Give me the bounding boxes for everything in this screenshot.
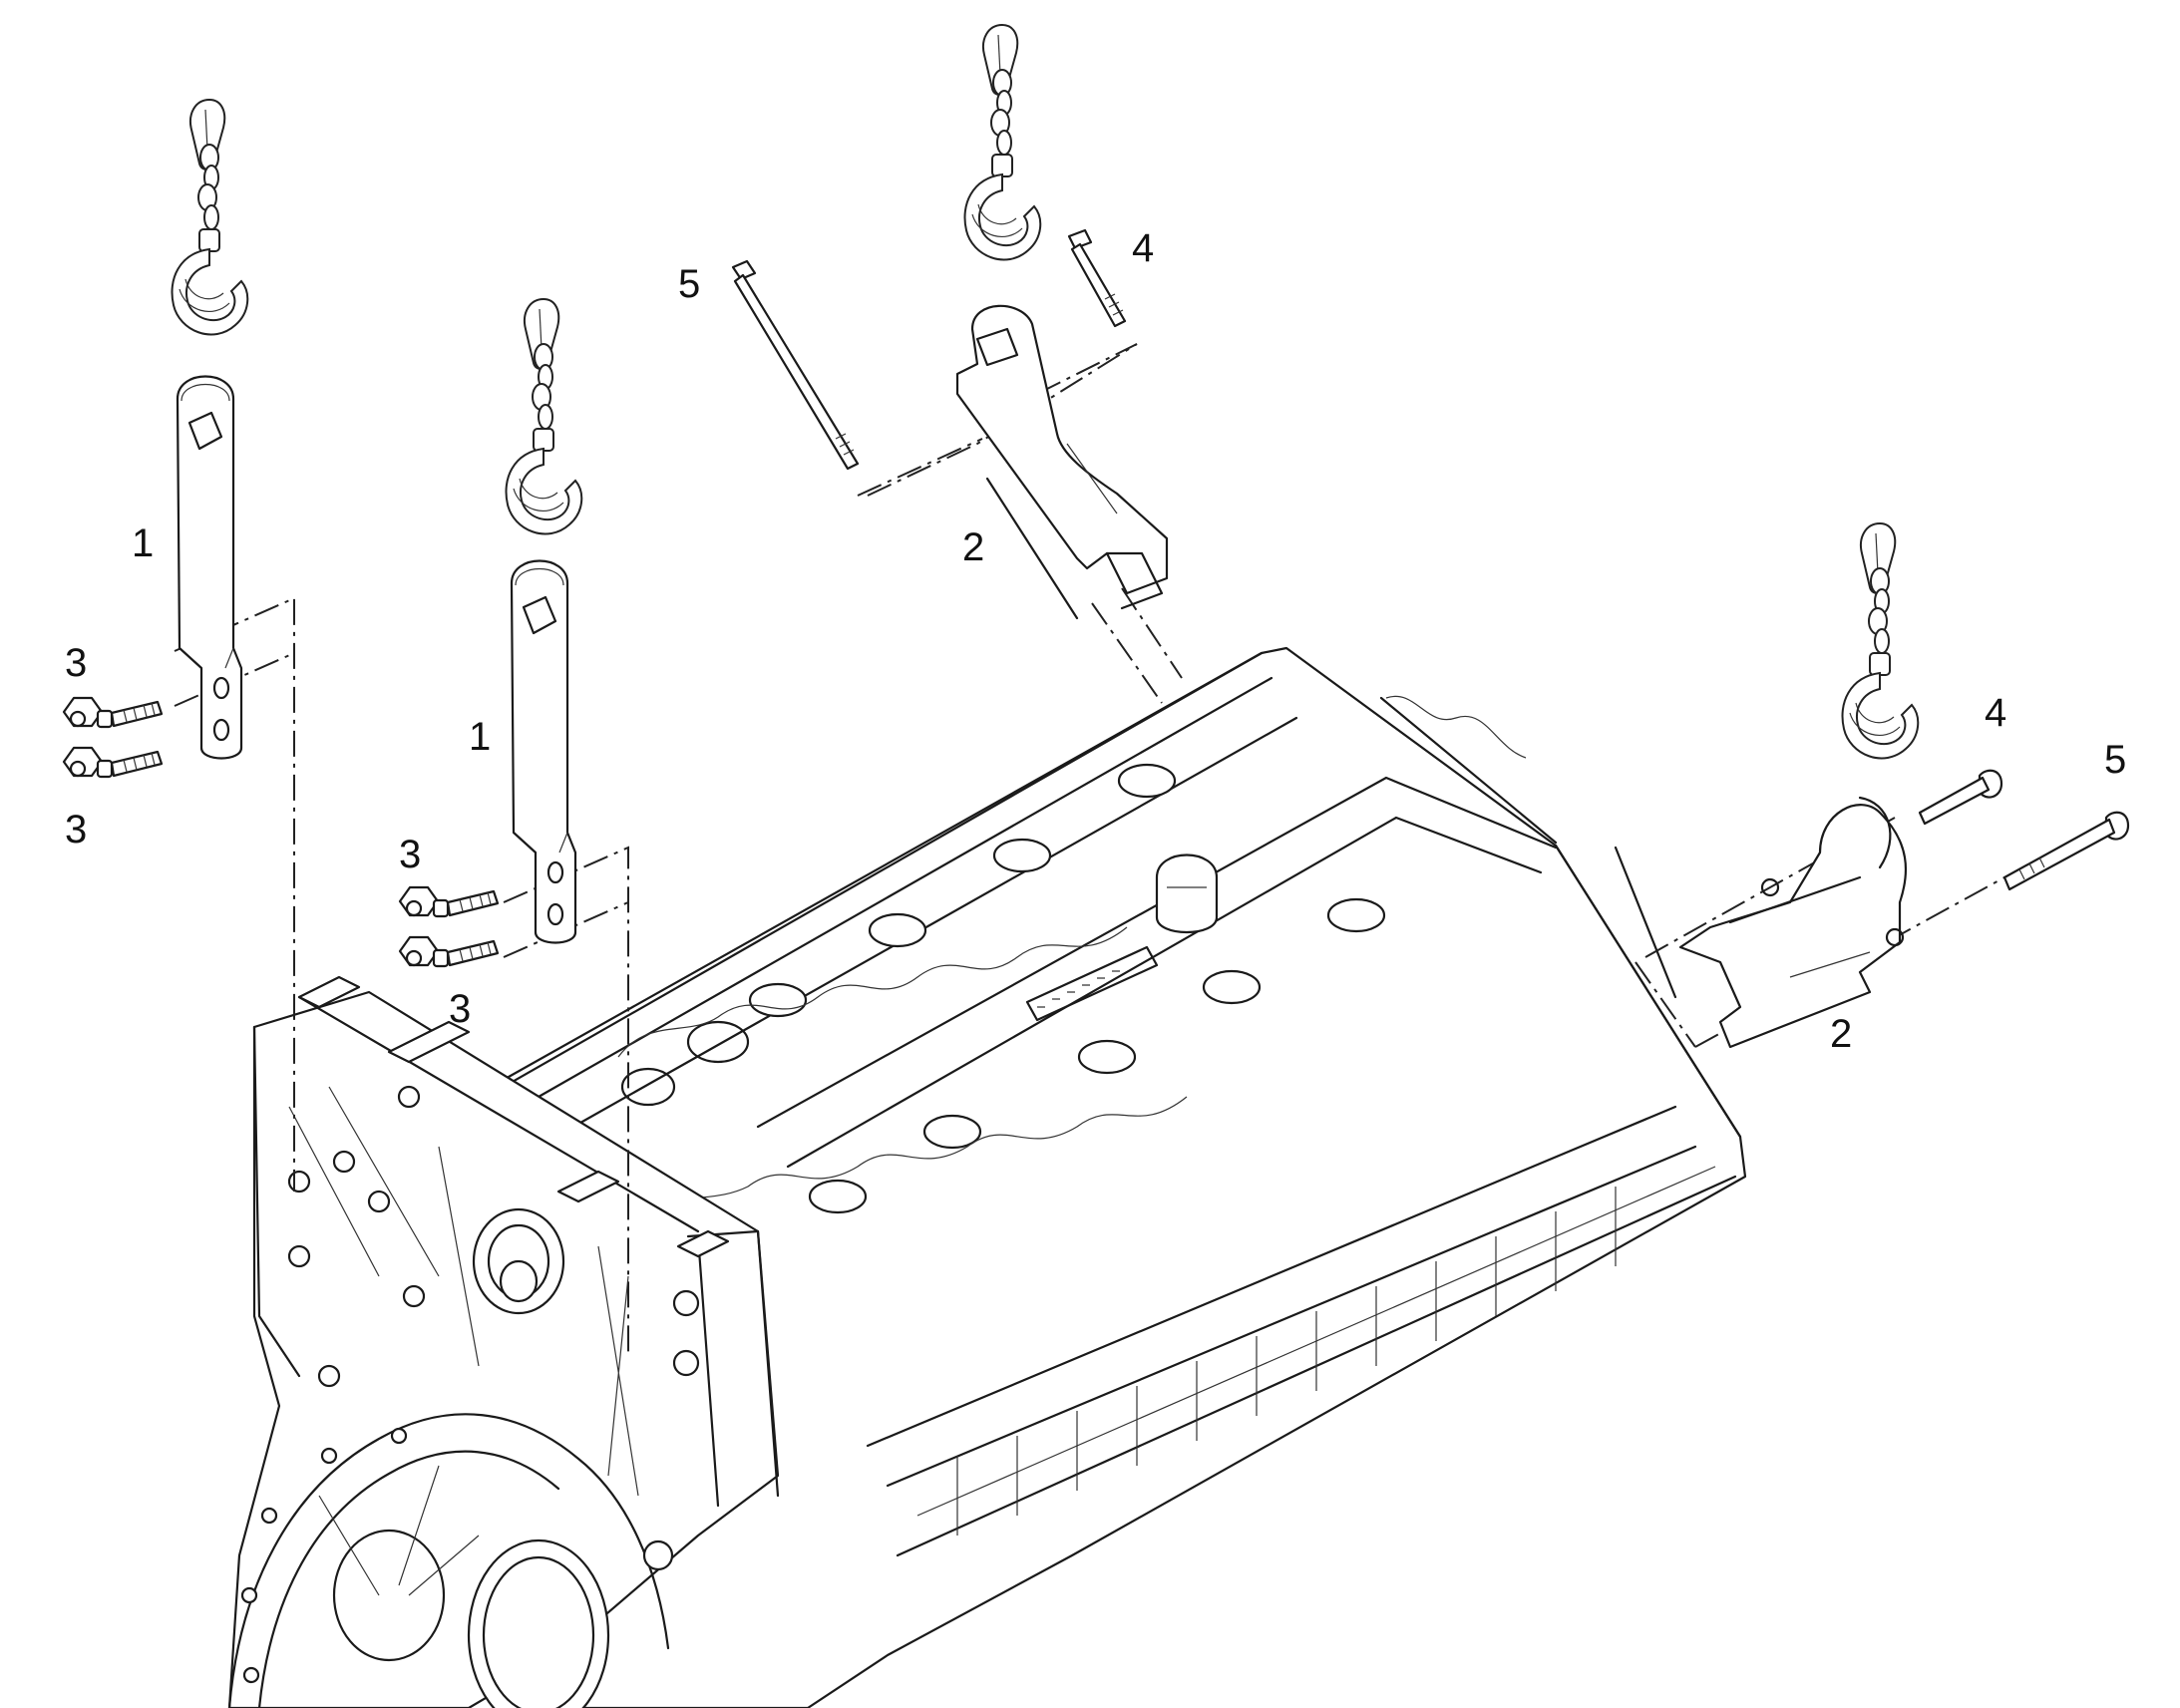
lifting-bracket-rear-top [731, 24, 1169, 620]
callout-4-right: 4 [1985, 691, 2006, 735]
callout-3-center-top: 3 [399, 833, 421, 876]
lifting-strap-center [398, 298, 583, 968]
callout-3-center-bottom: 3 [449, 987, 471, 1031]
callout-5-right: 5 [2104, 738, 2126, 782]
callout-2-top: 2 [962, 525, 984, 569]
lifting-bracket-icon [510, 559, 577, 944]
cylinder-ports-left [620, 763, 1177, 1107]
lifting-bracket-icon [955, 304, 1169, 620]
cylinder-ports-right [808, 897, 1386, 1214]
callout-3-left-top: 3 [65, 641, 87, 685]
lifting-hook-icon [505, 298, 583, 535]
lifting-hook-icon [171, 99, 249, 336]
bolt-icon [62, 746, 164, 779]
bolt-icon [2002, 811, 2130, 891]
callout-2-right: 2 [1830, 1012, 1852, 1056]
bolt-icon [398, 935, 500, 968]
lifting-hook-icon [1841, 522, 1920, 760]
callout-4-top: 4 [1132, 226, 1154, 270]
lifting-bracket-icon [1678, 796, 1908, 1049]
bolt-icon [731, 259, 860, 471]
callout-1-left: 1 [132, 521, 154, 565]
bolt-icon [398, 885, 500, 918]
lifting-strap-left [62, 99, 249, 779]
callout-3-left-bottom: 3 [65, 808, 87, 852]
lifting-bracket-right [1678, 522, 2130, 1049]
callout-1-center: 1 [469, 715, 491, 759]
callout-5-top: 5 [678, 262, 700, 306]
bolt-icon [62, 696, 164, 729]
part-callouts: 1 1 2 2 3 3 3 3 4 4 5 5 [65, 226, 2126, 1056]
housing-bolt-bosses [240, 1085, 700, 1684]
bolt-icon [1067, 228, 1127, 328]
lifting-hook-icon [963, 24, 1042, 261]
bolt-icon [1918, 769, 2003, 826]
engine-block-icon [227, 646, 1747, 1708]
